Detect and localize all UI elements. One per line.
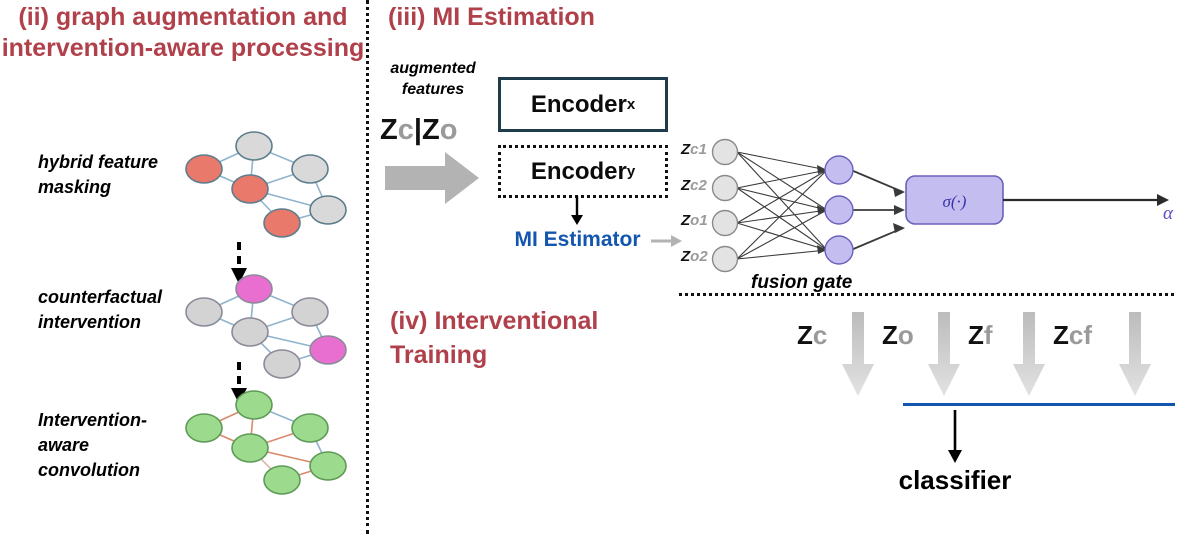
z-sub: o2: [690, 248, 708, 265]
encoder-y-name: Encoder: [530, 157, 627, 185]
z-sub: c: [812, 320, 828, 350]
dashed-down-arrow-icon: [222, 360, 256, 411]
block-right-arrow-icon: [383, 150, 481, 211]
stream-label-zf: Zf: [968, 320, 993, 351]
encoder-y-subscript: y: [626, 163, 636, 180]
fusion-input-label-zc1: Zc1: [681, 141, 707, 158]
vertical-dotted-divider: [366, 0, 369, 534]
z-sub: c1: [690, 141, 707, 158]
z-glyph: Z: [681, 141, 691, 158]
augmented-features-label: augmented features: [390, 60, 476, 98]
fusion-gate-network: σ(·): [679, 130, 1183, 295]
classifier-label: classifier: [898, 465, 1012, 495]
z-sub: c2: [690, 177, 707, 194]
encoder-x-name: Encoder: [530, 90, 627, 118]
stream-label-zc: Zc: [797, 320, 827, 351]
z-glyph: Z: [681, 177, 691, 194]
section-title-iv: (iv) Interventional Training: [390, 307, 599, 369]
thick-down-arrow-icon: [1011, 312, 1047, 403]
z-input-z2: Z: [421, 114, 440, 146]
fusion-input-label-zo1: Zo1: [681, 212, 708, 229]
alpha-output-label: α: [1163, 203, 1173, 224]
thick-down-arrow-icon: [1117, 312, 1153, 403]
z-sub: f: [983, 320, 993, 350]
z-input-sub1: c: [397, 114, 414, 146]
fusion-input-label-zo2: Zo2: [681, 248, 708, 265]
z-sub: o1: [690, 212, 708, 229]
fusion-gate-label: fusion gate: [751, 272, 853, 293]
mi-estimator-label: MI Estimator: [514, 228, 641, 251]
down-arrow-icon: [566, 196, 588, 231]
z-glyph: Z: [681, 248, 691, 265]
stream-label-zcf: Zcf: [1053, 320, 1092, 351]
z-input-label: Zc|Zo: [380, 114, 457, 147]
sigma-box-label: σ(·): [943, 192, 967, 211]
section-title-ii: (ii) graph augmentation and intervention…: [1, 3, 365, 62]
graph-green: [182, 388, 352, 498]
right-arrow-icon: [651, 232, 683, 255]
section-title-iii: (iii) MI Estimation: [388, 3, 595, 31]
horizontal-dotted-divider: [679, 293, 1174, 296]
z-sub: o: [897, 320, 914, 350]
dashed-down-arrow-icon: [222, 240, 256, 291]
stream-label-zo: Zo: [882, 320, 914, 351]
z-sub: cf: [1068, 320, 1093, 350]
z-glyph: Z: [882, 320, 898, 350]
z-input-bar: |: [413, 114, 422, 146]
stage-label-intervention-aware-convolution: Intervention-aware convolution: [38, 410, 148, 480]
encoder-x-subscript: x: [626, 96, 636, 113]
blue-horizontal-bar: [903, 403, 1175, 406]
thick-down-arrow-icon: [840, 312, 876, 403]
z-input-z1: Z: [380, 114, 398, 146]
graph-magenta: [182, 272, 352, 382]
z-glyph: Z: [1053, 320, 1069, 350]
z-glyph: Z: [681, 212, 691, 229]
stage-label-counterfactual-intervention: counterfactual intervention: [38, 287, 163, 332]
fusion-input-label-zc2: Zc2: [681, 177, 707, 194]
graph-salmon: [182, 126, 352, 241]
thick-down-arrow-icon: [926, 312, 962, 403]
z-glyph: Z: [797, 320, 813, 350]
down-arrow-icon: [942, 410, 968, 469]
z-input-sub2: o: [439, 114, 458, 146]
stage-label-hybrid-feature-masking: hybrid feature masking: [38, 152, 159, 197]
z-glyph: Z: [968, 320, 984, 350]
